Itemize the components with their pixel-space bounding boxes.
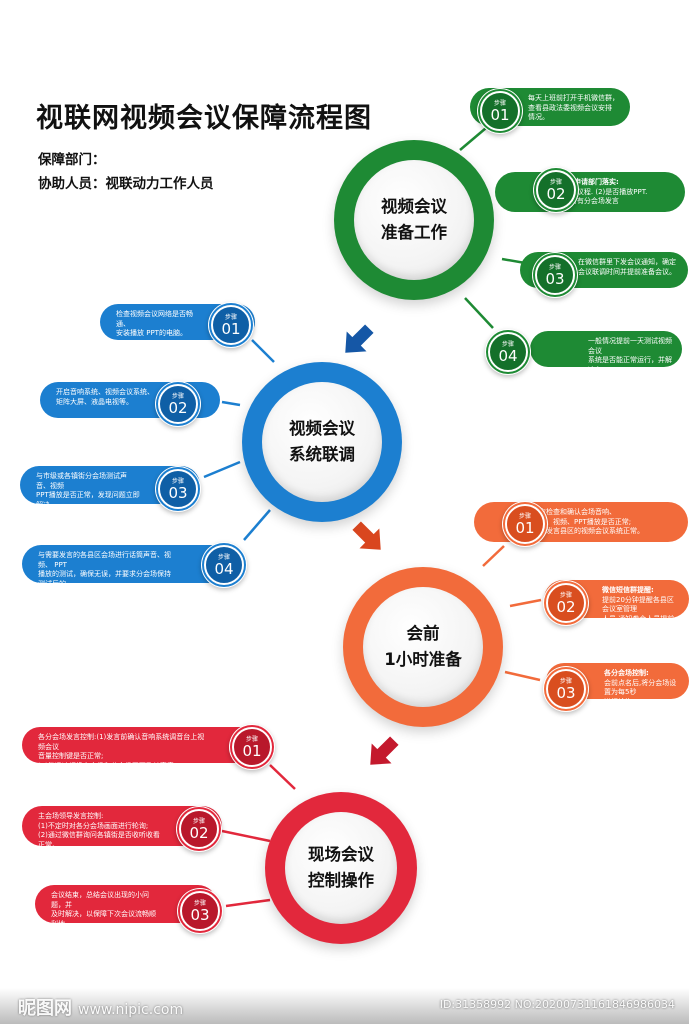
hub-inner-prep: 视频会议 准备工作 — [354, 160, 474, 280]
step-text: 一般情况提前一天测试视频会议 系统是否能正常运行，并解决存 在的问题 — [588, 337, 672, 367]
step-badge-label: 步骤 — [171, 477, 184, 485]
connector-line-debug-2 — [221, 400, 241, 407]
flow-arrow-icon-1 — [345, 324, 374, 353]
step-text: 与市级或各镇街分会场测试声音、视频 PPT播放是否正常，发现问题立即解决， 确保… — [36, 472, 140, 504]
watermark-id: ID:31358992 NO:20200731161846986034 — [439, 998, 675, 1011]
step-badge-label: 步骤 — [548, 263, 561, 271]
step-badge-number: 04 — [214, 559, 234, 578]
department-label: 保障部门： — [38, 152, 106, 168]
hub-label-debug: 视频会议 系统联调 — [289, 419, 355, 464]
hub-prehour: 会前 1小时准备 — [343, 567, 503, 727]
flow-arrow-icon-2 — [352, 521, 381, 550]
step-text: 提前20分钟提醒各县区会议室管理 人员,通知参会人员提前到达会议室 — [602, 595, 674, 619]
step-badge-label: 步骤 — [217, 553, 230, 561]
step-badge-number: 02 — [189, 823, 209, 842]
step-badge-number: 02 — [546, 184, 566, 203]
step-text: 会前点名后,将分会场设置为每5秒 进行轮询。 — [604, 678, 677, 700]
connector-line-prehour-3 — [504, 670, 541, 682]
connector-line-control-1 — [269, 764, 296, 790]
step-badge-number: 02 — [168, 398, 188, 417]
step-pill-prep-04: 一般情况提前一天测试视频会议 系统是否能正常运行，并解决存 在的问题 — [530, 331, 682, 367]
step-title: 向会议申请部门落实: — [553, 178, 619, 186]
step-text: 与需要发言的各县区会场进行话筒声音、视频、 PPT 播放的测试，确保无误，并要求… — [38, 551, 171, 583]
step-badge-number: 03 — [190, 905, 210, 924]
connector-line-prehour-1 — [482, 545, 505, 567]
step-text: 每天上班前打开手机微信群， 查看县政法委视频会议安排 情况。 — [528, 94, 619, 121]
step-text: 主会场领导发言控制: (1)不定时对各分会场画面进行轮询; (2)通过微信群询问… — [38, 812, 160, 846]
step-badge-label: 步骤 — [171, 392, 184, 400]
step-pill-control-01: 各分会场发言控制:(1)发言前确认音响系统调音台上视频会议 音量控制键是否正常;… — [22, 727, 270, 763]
watermark-bar — [0, 988, 689, 1024]
watermark-brand-text: 昵图网 — [18, 998, 72, 1019]
step-text: 在微信群里下发会议通知，确定 会议联调时间并提前准备会议。 — [578, 258, 676, 276]
hub-label-control: 现场会议 控制操作 — [308, 845, 374, 890]
step-badge-label: 步骤 — [549, 178, 562, 186]
step-badge-number: 01 — [221, 319, 241, 338]
hub-inner-prehour: 会前 1小时准备 — [363, 587, 483, 707]
step-badge-label: 步骤 — [493, 99, 506, 107]
step-badge-number: 01 — [490, 105, 510, 124]
step-badge-label: 步骤 — [245, 735, 258, 743]
hub-prep: 视频会议 准备工作 — [334, 140, 494, 300]
step-badge-number: 03 — [168, 483, 188, 502]
step-text: 各分会场发言控制:(1)发言前确认音响系统调音台上视频会议 音量控制键是否正常;… — [38, 733, 205, 763]
flow-arrow-icon-3 — [370, 736, 399, 765]
step-pill-debug-04: 与需要发言的各县区会场进行话筒声音、视频、 PPT 播放的测试，确保无误，并要求… — [22, 545, 232, 583]
hub-inner-control: 现场会议 控制操作 — [285, 812, 397, 924]
watermark-brand: 昵图网 www.nipic.com — [18, 994, 183, 1020]
step-badge-label: 步骤 — [518, 512, 531, 520]
connector-line-prep-4 — [464, 297, 494, 329]
step-badge-number: 03 — [545, 269, 565, 288]
connector-line-prep-1 — [459, 127, 487, 151]
connector-line-prehour-2 — [509, 598, 542, 608]
step-badge-label: 步骤 — [559, 591, 572, 599]
step-text: 会议结束，总结会议出现的小问题，并 及时解决，以保障下次会议流畅顺利地 进行。 — [51, 891, 156, 923]
step-text: 检查视频会议网络是否畅通、 安装播放 PPT的电脑。 — [116, 310, 193, 337]
step-badge-number: 02 — [556, 597, 576, 616]
step-title: 各分会场控制: — [604, 669, 649, 677]
connector-line-control-3 — [225, 898, 271, 908]
connector-line-debug-1 — [251, 339, 275, 363]
watermark-site: www.nipic.com — [78, 1002, 184, 1018]
hub-control: 现场会议 控制操作 — [265, 792, 417, 944]
connector-line-debug-4 — [243, 509, 271, 541]
step-badge-label: 步骤 — [193, 899, 206, 907]
step-badge-label: 步骤 — [224, 313, 237, 321]
step-text: 再次检查和确认会场音响、 话筒、视频、PPT播放是否正常; 以及发言县区的视频会… — [532, 508, 644, 535]
step-badge-number: 04 — [498, 346, 518, 365]
step-title: 微信短信群提醒: — [602, 586, 654, 594]
assistants-label: 协助人员：视联动力工作人员 — [38, 176, 214, 192]
hub-inner-debug: 视频会议 系统联调 — [262, 382, 382, 502]
hub-label-prep: 视频会议 准备工作 — [381, 197, 447, 242]
step-badge-number: 01 — [515, 518, 535, 537]
hub-debug: 视频会议 系统联调 — [242, 362, 402, 522]
step-badge-number: 01 — [242, 741, 262, 760]
page-title: 视联网视频会议保障流程图 — [36, 103, 372, 134]
connector-line-control-2 — [221, 829, 271, 843]
step-badge-label: 步骤 — [559, 677, 572, 685]
step-badge-label: 步骤 — [501, 340, 514, 348]
step-text: 开启音响系统、视频会议系统、 矩阵大屏、液晶电视等。 — [56, 388, 154, 406]
step-badge-label: 步骤 — [192, 817, 205, 825]
step-pill-prep-02: 向会议申请部门落实:(1)会议议程. (2)是否播放PPT. (3)是否有分会场… — [495, 172, 685, 212]
connector-line-debug-3 — [203, 460, 241, 479]
hub-label-prehour: 会前 1小时准备 — [384, 624, 462, 669]
step-badge-number: 03 — [556, 683, 576, 702]
